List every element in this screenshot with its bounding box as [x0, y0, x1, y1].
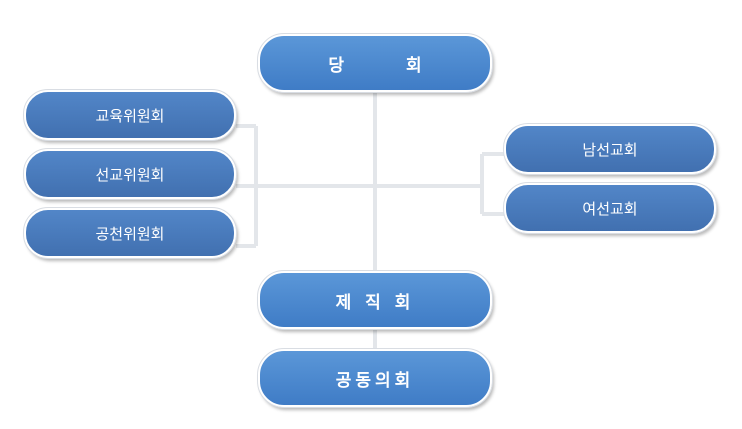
node-mens-association-label: 남선교회: [582, 140, 638, 159]
node-mission-committee: 선교위원회: [23, 148, 237, 200]
node-womens-association: 여선교회: [503, 182, 717, 234]
node-education-committee-label: 교육위원회: [95, 106, 165, 125]
node-womens-association-label: 여선교회: [582, 199, 638, 218]
node-nominating-committee: 공천위원회: [23, 207, 237, 259]
node-deacons-council: 제 직 회: [257, 270, 493, 330]
node-congregational-meeting-label: 공동의회: [335, 370, 415, 391]
node-deacons-council-label: 제 직 회: [335, 292, 415, 313]
node-mission-committee-label: 선교위원회: [95, 165, 165, 184]
node-mens-association: 남선교회: [503, 123, 717, 175]
node-congregational-meeting: 공동의회: [257, 348, 493, 408]
node-nominating-committee-label: 공천위원회: [95, 224, 165, 243]
node-education-committee: 교육위원회: [23, 89, 237, 141]
node-session-label: 당 회: [328, 55, 450, 76]
node-session: 당 회: [257, 33, 493, 93]
